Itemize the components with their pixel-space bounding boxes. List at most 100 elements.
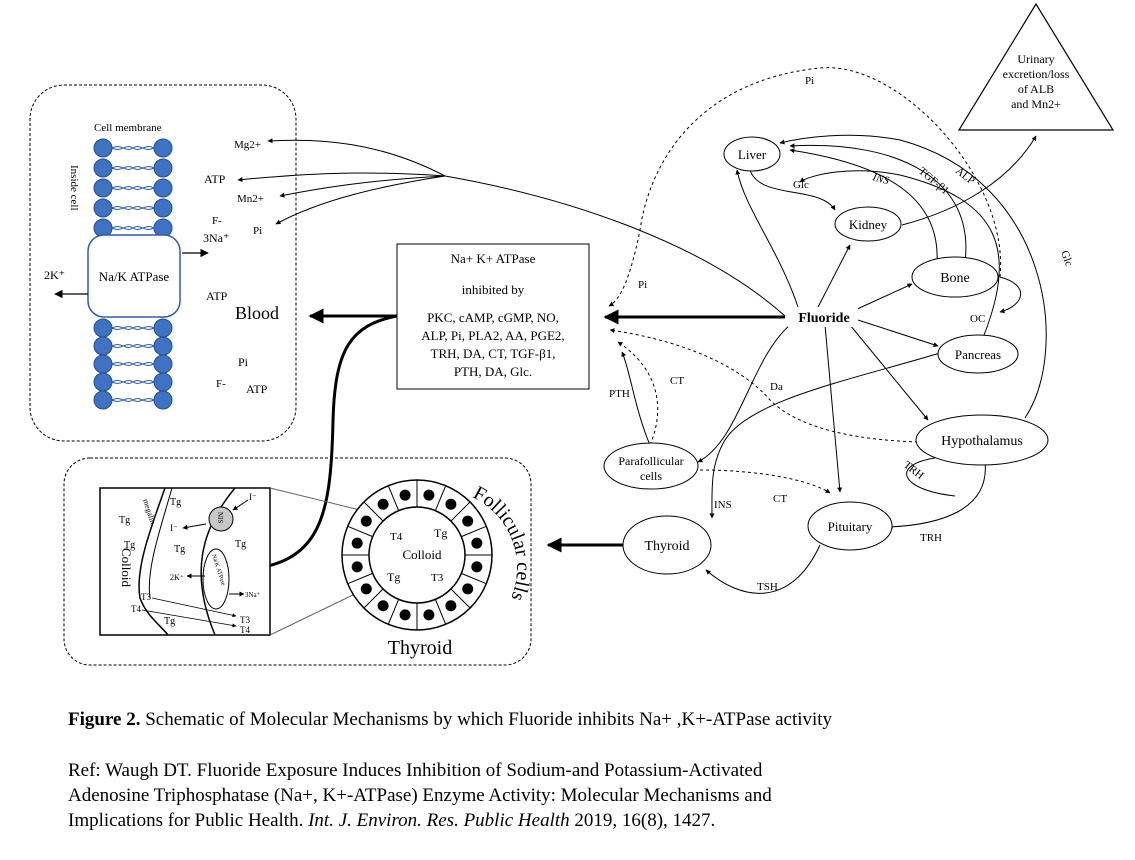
- cell-nucleus: [423, 489, 435, 501]
- pituitary-label: Pituitary: [828, 519, 873, 534]
- edge-bone-liver-tgf: [789, 148, 938, 263]
- cell-divider: [434, 485, 447, 511]
- node-bone: [911, 256, 999, 298]
- cell-nucleus: [471, 537, 483, 549]
- edge-hypothalamus-liver-glc: [779, 134, 1047, 419]
- edge-fluoride-pituitary: [824, 324, 843, 493]
- lipid-head: [93, 390, 113, 410]
- cell-divider: [347, 525, 373, 538]
- fluoride-label: Fluoride: [798, 311, 849, 326]
- reference-text: Ref: Waugh DT. Fluoride Exposure Induces…: [68, 758, 1068, 833]
- edge-fluoride-bone: [854, 283, 913, 311]
- inset-k-label: 2K⁺: [170, 573, 184, 582]
- basal-membrane: [200, 487, 236, 636]
- cell-membrane-label: Cell membrane: [94, 122, 162, 134]
- lipid-tail: [111, 226, 155, 230]
- cell-divider: [347, 572, 373, 585]
- atp-label-1: ATP: [204, 172, 226, 186]
- follicle-tg-2: Tg: [387, 570, 400, 584]
- figure-caption: Figure 2. Schematic of Molecular Mechani…: [68, 708, 1068, 732]
- edge-parafollicular-pituitary-ct: [699, 469, 831, 494]
- lipid-head: [93, 372, 113, 392]
- label-pi-top: Pi: [805, 75, 814, 87]
- atp-label-2: ATP: [206, 289, 228, 303]
- blood-label: Blood: [235, 303, 279, 323]
- box-line-5: TRH, DA, CT, TGF-β1,: [431, 346, 556, 361]
- lipid-head: [153, 390, 173, 410]
- cell-divider: [387, 485, 400, 511]
- label-ct-2: CT: [773, 493, 787, 505]
- follicle-tg-1: Tg: [434, 526, 447, 540]
- box-to-thyroid-arrow: [238, 314, 398, 577]
- edge-hypothalamus-trh-loop: [906, 457, 956, 497]
- label-oc: OC: [970, 313, 985, 325]
- box-line-4: ALP, Pi, PLA2, AA, PGE2,: [421, 328, 564, 343]
- label-trh-2: TRH: [920, 532, 942, 544]
- lipid-tail: [111, 380, 155, 384]
- caption-text: Schematic of Molecular Mechanisms by whi…: [140, 709, 833, 730]
- cell-nucleus: [462, 583, 474, 595]
- pi-label-2: Pi: [238, 355, 249, 369]
- na-label: 3Na⁺: [203, 231, 229, 245]
- cell-nucleus: [351, 537, 363, 549]
- edge-bone-pi: [608, 67, 1002, 307]
- k-label: 2K⁺: [44, 268, 65, 282]
- inset-t4-a: T4: [131, 604, 141, 614]
- inset-tg-5: Tg: [235, 539, 246, 550]
- cell-nucleus: [377, 498, 389, 510]
- inset-tg-2: Tg: [119, 515, 130, 526]
- lipid-head: [93, 198, 113, 218]
- inset-tg-4: Tg: [174, 544, 185, 555]
- edge-pancreas-thyroid-ins: [709, 352, 941, 519]
- lipid-head: [153, 318, 173, 338]
- reference-line-3a: Implications for Public Health.: [68, 810, 309, 831]
- inset-tg-3: Tg: [124, 540, 135, 551]
- caption-label: Figure 2.: [68, 709, 141, 730]
- cell-nucleus: [445, 498, 457, 510]
- urinary-line-4: and Mn2+: [1011, 97, 1061, 111]
- cell-divider: [363, 501, 384, 522]
- kidney-label: Kidney: [849, 217, 888, 232]
- ion-arrows: [237, 138, 786, 317]
- node-pancreas: [937, 334, 1019, 374]
- edge-pituitary-thyroid-tsh: [705, 544, 821, 594]
- edge-bone-pancreas-oc: [999, 276, 1022, 314]
- inset-na-label: 3Na⁺: [245, 591, 261, 599]
- inhibition-box: Na+ K+ ATPase inhibited by PKC, cAMP, cG…: [396, 243, 590, 390]
- lipid-head: [93, 354, 113, 374]
- box-line-3: PKC, cAMP, cGMP, NO,: [427, 310, 559, 325]
- edge-bone-liver-alp: [789, 143, 967, 263]
- lipid-head: [153, 336, 173, 356]
- box-subtitle: inhibited by: [462, 282, 525, 297]
- edge-fluoride-kidney: [814, 244, 851, 314]
- lipid-head: [153, 198, 173, 218]
- iodide-efflux-arrow: [182, 523, 207, 530]
- lipid-head: [153, 354, 173, 374]
- fluoride-network: Urinary excretion/loss of ALB and Mn2+: [603, 2, 1115, 594]
- fluoride-label-bg: [788, 307, 858, 327]
- edge-hypothalamus-pituitary-trh: [887, 461, 986, 530]
- mechanism-diagram: Na/K ATPase Cell membrane Inside cell 2K…: [29, 2, 1115, 666]
- cell-panel-border: [29, 84, 297, 442]
- follicle-t3: T3: [431, 572, 444, 584]
- inhibition-box-border: [396, 243, 590, 390]
- label-ct-1: CT: [670, 375, 684, 387]
- cell-nucleus: [399, 489, 411, 501]
- urinary-line-2: excretion/loss: [1003, 67, 1070, 81]
- parafollicular-label-2: cells: [640, 469, 662, 483]
- reference-line-3: Implications for Public Health. Int. J. …: [68, 808, 1068, 833]
- thyroid-label: Thyroid: [388, 637, 452, 659]
- nis-transporter: [208, 506, 234, 532]
- edge-hypothalamus-da: [609, 328, 919, 443]
- thyroid-panel-border: [63, 457, 532, 666]
- label-da: Da: [770, 381, 783, 393]
- urinary-line-1: Urinary: [1017, 52, 1054, 66]
- parafollicular-label-1: Parafollicular: [618, 454, 683, 468]
- node-kidney: [834, 206, 902, 242]
- apical-membrane: [138, 487, 169, 636]
- network-edges: [608, 67, 1047, 594]
- lipid-tail: [111, 166, 155, 170]
- iodide-label-2: I⁻: [170, 523, 178, 533]
- edge-parafollicular-ct: [617, 341, 659, 446]
- lipid-tail: [111, 146, 155, 150]
